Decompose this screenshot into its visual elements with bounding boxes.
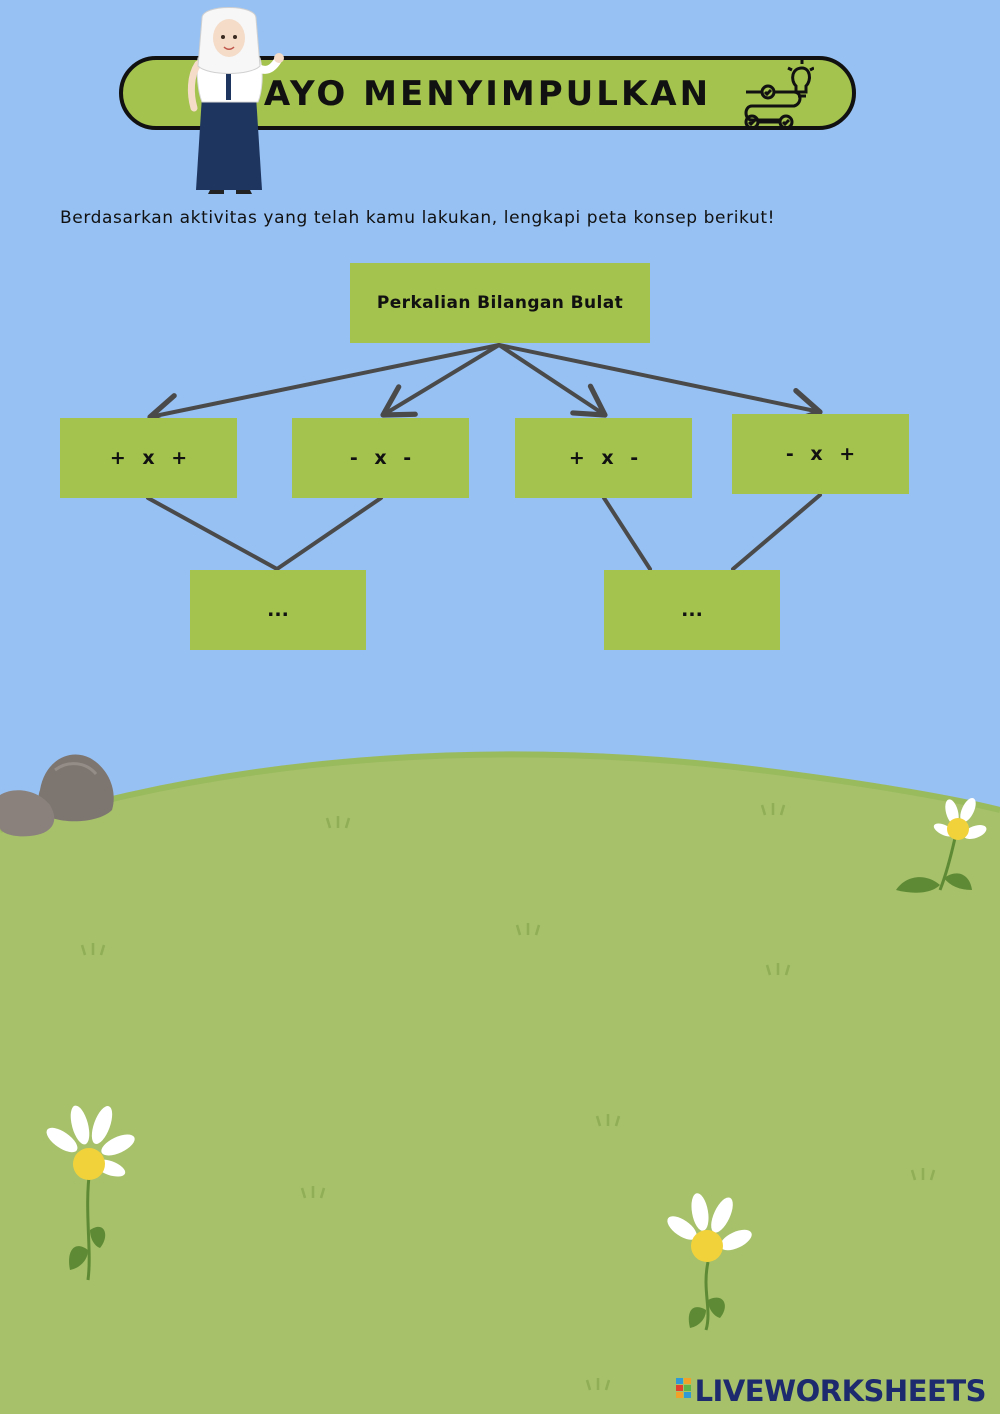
grass-tuft bbox=[80, 803, 936, 1391]
roadmap-lightbulb-icon bbox=[744, 60, 814, 130]
arrow-to-branch-2 bbox=[380, 343, 501, 418]
daisy-flower bbox=[667, 1193, 752, 1331]
link-branch-3-answer-2 bbox=[602, 496, 652, 571]
liveworksheets-logo[interactable]: LIVEWORKSHEETS bbox=[675, 1374, 987, 1408]
daisy-flower bbox=[896, 797, 987, 893]
liveworksheets-logo-icon bbox=[675, 1378, 691, 1398]
instruction-text: Berdasarkan aktivitas yang telah kamu la… bbox=[60, 208, 776, 228]
branch-box-neg-times-neg: - x - bbox=[292, 418, 469, 498]
link-branch-4-answer-2 bbox=[731, 493, 822, 571]
daisy-flower bbox=[46, 1105, 135, 1281]
rock bbox=[0, 754, 114, 837]
hill-edge bbox=[0, 751, 1000, 833]
concept-root-box: Perkalian Bilangan Bulat bbox=[350, 263, 650, 343]
answer-box-2[interactable]: ... bbox=[604, 570, 780, 650]
branch-box-neg-times-pos: - x + bbox=[732, 414, 909, 494]
liveworksheets-brand-text: LIVEWORKSHEETS bbox=[694, 1374, 987, 1408]
answer-box-1[interactable]: ... bbox=[190, 570, 366, 650]
grass-hill bbox=[0, 754, 1000, 1414]
arrow-to-branch-3 bbox=[497, 343, 608, 418]
arrow-to-branch-4 bbox=[497, 343, 823, 425]
branch-box-pos-times-pos: + x + bbox=[60, 418, 237, 498]
concept-map-connectors bbox=[146, 343, 823, 571]
banner-title: AYO MENYIMPULKAN bbox=[263, 74, 712, 114]
branch-box-pos-times-neg: + x - bbox=[515, 418, 692, 498]
link-branch-2-answer-1 bbox=[275, 496, 383, 571]
link-branch-1-answer-1 bbox=[146, 496, 279, 571]
arrow-to-branch-1 bbox=[147, 343, 501, 430]
teacher-illustration bbox=[187, 7, 284, 194]
